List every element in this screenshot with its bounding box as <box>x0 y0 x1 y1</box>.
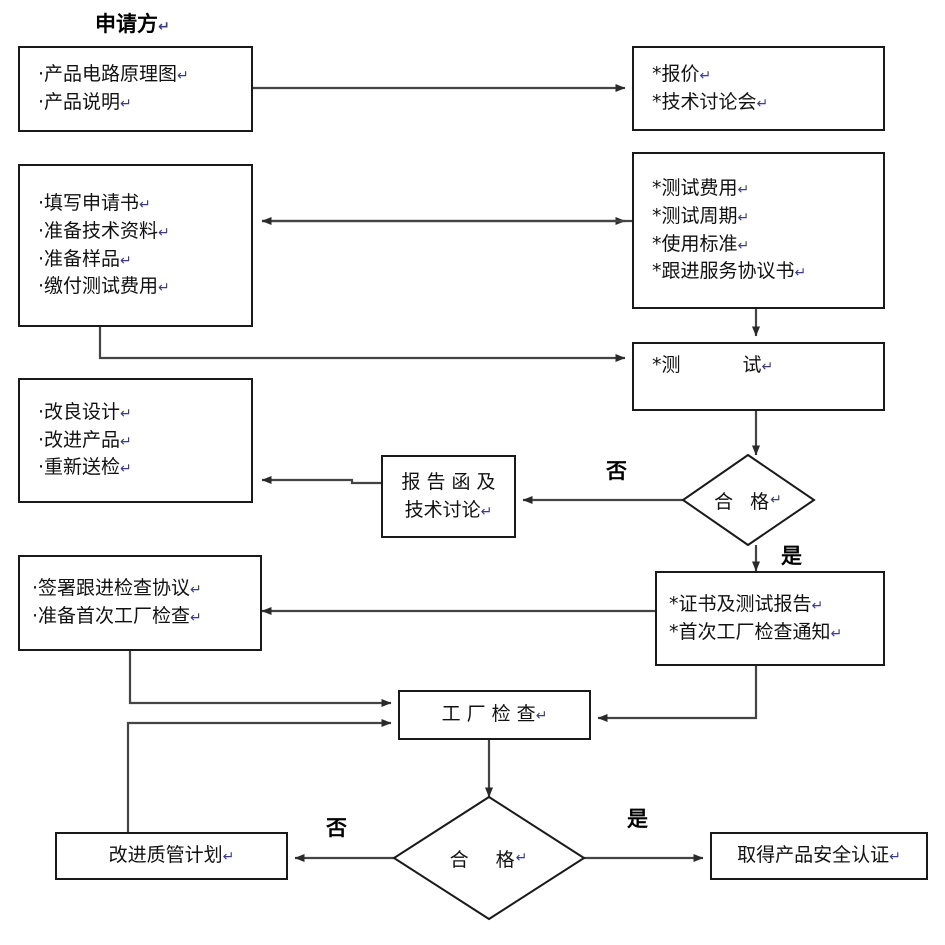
decision-qualified-factory[interactable]: 合格↵ <box>394 797 584 919</box>
node-line: 改进质管计划↵ <box>108 844 235 867</box>
node-report-letter[interactable]: 报 告 函 及 技术讨论↵ <box>381 455 516 538</box>
node-certificate[interactable]: *证书及测试报告↵ *首次工厂检查通知↵ <box>655 571 885 666</box>
node-line: ·准备技术资料↵ <box>38 219 170 242</box>
node-line: ·缴付测试费用↵ <box>38 275 170 298</box>
edge-qualityplan-to-factory <box>126 719 392 832</box>
node-line: *测试周期↵ <box>652 204 750 227</box>
pilcrow-icon: ↵ <box>158 19 170 35</box>
edge-report-to-redesign <box>261 476 381 485</box>
node-line: 报 告 函 及 <box>401 470 496 493</box>
node-line: ·改良设计↵ <box>38 401 132 424</box>
node-line: ·准备样品↵ <box>38 247 132 270</box>
node-line: *使用标准↵ <box>652 232 750 255</box>
node-line: ·准备首次工厂检查↵ <box>32 605 202 627</box>
node-line: *测试↵ <box>652 354 774 376</box>
node-test-terms[interactable]: *测试费用↵ *测试周期↵ *使用标准↵ *跟进服务协议书↵ <box>632 152 885 309</box>
decision-label: 合格↵ <box>449 848 529 871</box>
edge-certificate-to-factory <box>597 666 758 722</box>
node-line: 技术讨论↵ <box>404 498 493 521</box>
node-applicant-docs[interactable]: ·产品电路原理图↵ ·产品说明↵ <box>18 46 253 132</box>
node-line: *测试费用↵ <box>652 177 750 200</box>
edge-label-factory-yes: 是 <box>627 807 648 831</box>
node-line: *首次工厂检查通知↵ <box>669 620 843 643</box>
node-line: ·改进产品↵ <box>38 428 132 451</box>
edge-label-factory-no: 否 <box>326 816 347 840</box>
node-testing[interactable]: *测试↵ <box>632 342 885 411</box>
node-line: 取得产品安全认证↵ <box>737 844 901 867</box>
decision-label: 合格↵ <box>714 490 783 513</box>
decision-qualified-test[interactable]: 合格↵ <box>683 455 814 545</box>
node-followup-agreement[interactable]: ·签署跟进检查协议↵ ·准备首次工厂检查↵ <box>18 555 262 651</box>
node-application-prep[interactable]: ·填写申请书↵ ·准备技术资料↵ ·准备样品↵ ·缴付测试费用↵ <box>18 164 253 327</box>
node-line: 工 厂 检 查↵ <box>441 703 548 726</box>
node-line: ·产品电路原理图↵ <box>38 63 189 86</box>
node-line: *报价↵ <box>652 62 712 85</box>
node-line: ·产品说明↵ <box>38 91 132 113</box>
edge-label-test-yes: 是 <box>781 544 802 568</box>
node-quotation[interactable]: *报价↵ *技术讨论会↵ <box>632 46 885 131</box>
edge-followup-to-factory <box>128 651 392 707</box>
node-quality-plan[interactable]: 改进质管计划↵ <box>55 832 288 880</box>
page-title: 申请方↵ <box>95 12 170 36</box>
node-line: *跟进服务协议书↵ <box>652 260 807 283</box>
node-line: ·填写申请书↵ <box>38 192 151 215</box>
edge-label-test-no: 否 <box>606 459 627 483</box>
node-line: *技术讨论会↵ <box>652 90 769 113</box>
node-certified[interactable]: 取得产品安全认证↵ <box>710 832 928 880</box>
edge-prep-to-testing <box>98 327 626 362</box>
node-line: ·签署跟进检查协议↵ <box>32 577 202 600</box>
node-redesign[interactable]: ·改良设计↵ ·改进产品↵ ·重新送检↵ <box>18 378 253 503</box>
node-line: ·重新送检↵ <box>38 456 132 479</box>
node-factory-inspection[interactable]: 工 厂 检 查↵ <box>398 690 591 740</box>
node-line: *证书及测试报告↵ <box>669 592 824 615</box>
